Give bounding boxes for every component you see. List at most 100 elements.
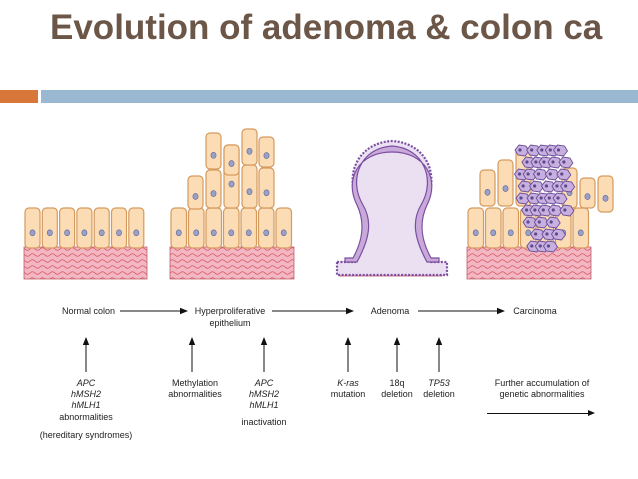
cell-nucleus xyxy=(263,229,270,237)
carcinoma-cell xyxy=(542,240,558,253)
cell-nucleus xyxy=(46,229,53,237)
carcinoma-nucleus xyxy=(544,184,549,188)
epithelial-cell xyxy=(187,207,205,249)
adenoma-illustration xyxy=(335,139,449,277)
carcinoma-nucleus xyxy=(533,208,537,212)
event-4-line-1: K-ras xyxy=(337,378,359,388)
carcinoma-cell xyxy=(545,216,561,229)
carcinoma-nucleus xyxy=(548,148,552,152)
event-3-line-2: hMSH2 xyxy=(249,389,279,399)
stage-label-epithelium: epithelium xyxy=(209,318,250,328)
cell-nucleus xyxy=(228,160,235,167)
carcinoma-nucleus xyxy=(545,232,549,236)
carcinoma-nucleus xyxy=(542,160,546,164)
event-3-line-4: inactivation xyxy=(241,417,286,427)
normal-colon-illustration xyxy=(23,207,148,280)
carcinoma-nucleus xyxy=(530,244,534,248)
cell-nucleus xyxy=(484,189,491,196)
carcinoma-nucleus xyxy=(555,184,559,188)
cell-nucleus xyxy=(175,229,182,237)
cell-nucleus xyxy=(246,148,253,155)
carcinoma-nucleus xyxy=(533,184,537,188)
epithelial-cell xyxy=(205,207,223,249)
epithelial-cell xyxy=(222,207,240,249)
carcinoma-illustration xyxy=(466,144,614,280)
cell-nucleus xyxy=(584,193,591,200)
cell-nucleus xyxy=(228,229,235,237)
cell-nucleus xyxy=(577,229,584,237)
event-7-line-1: Further accumulation of xyxy=(495,378,590,388)
carcinoma-cell xyxy=(556,168,572,181)
event-5-line-1: 18q xyxy=(389,378,404,388)
carcinoma-nucleus xyxy=(549,220,553,224)
stroma-layer xyxy=(466,246,592,280)
cell-nucleus xyxy=(263,189,270,197)
carcinoma-nucleus xyxy=(518,148,522,152)
cell-nucleus xyxy=(210,190,217,197)
carcinoma-nucleus xyxy=(541,208,545,212)
event-6-line-1: TP53 xyxy=(428,378,450,388)
carcinoma-nucleus xyxy=(530,196,534,200)
carcinoma-nucleus xyxy=(539,196,543,200)
pathway-diagram: Normal colon Hyperproliferative epitheli… xyxy=(23,128,614,440)
epithelial-cell xyxy=(110,207,128,249)
epithelial-cell xyxy=(275,207,293,249)
event-6-line-2: deletion xyxy=(423,389,455,399)
carcinoma-nucleus xyxy=(564,184,568,188)
epithelial-cell xyxy=(579,177,596,209)
carcinoma-nucleus xyxy=(536,172,541,176)
carcinoma-nucleus xyxy=(534,160,538,164)
epithelial-cell xyxy=(467,207,485,249)
epithelial-cell xyxy=(58,207,76,249)
epithelial-cell xyxy=(258,136,275,168)
carcinoma-nucleus xyxy=(525,160,529,164)
epithelial-cell xyxy=(41,207,58,249)
epithelial-cell xyxy=(572,207,590,249)
cell-nucleus xyxy=(210,152,217,159)
carcinoma-cell xyxy=(559,204,575,217)
carcinoma-nucleus xyxy=(546,244,551,248)
carcinoma-cell xyxy=(560,180,576,193)
epithelial-cell xyxy=(223,144,240,176)
epithelial-cell xyxy=(241,128,258,166)
adenoma-fold xyxy=(344,145,440,263)
adenoma-fold-outer xyxy=(335,139,449,277)
cell-nucleus xyxy=(507,229,514,237)
carcinoma-nucleus xyxy=(551,208,555,212)
cell-nucleus xyxy=(472,229,479,237)
carcinoma-nucleus xyxy=(562,160,566,164)
epithelial-cell xyxy=(597,175,614,213)
carcinoma-nucleus xyxy=(547,196,551,200)
carcinoma-nucleus xyxy=(554,232,559,236)
epithelial-cell xyxy=(479,169,496,207)
hyperproliferative-illustration xyxy=(169,128,295,280)
epithelial-cell xyxy=(170,207,188,249)
carcinoma-nucleus xyxy=(540,148,544,152)
cell-nucleus xyxy=(133,229,140,237)
carcinoma-cell xyxy=(550,228,566,241)
epithelial-cell xyxy=(187,175,204,210)
carcinoma-nucleus xyxy=(551,160,555,164)
carcinoma-cell xyxy=(558,156,574,169)
carcinoma-nucleus xyxy=(526,220,530,224)
stroma-layer xyxy=(23,246,148,280)
epithelial-cell xyxy=(257,207,275,249)
cell-nucleus xyxy=(245,229,252,237)
cell-nucleus xyxy=(116,229,122,237)
stage-label-carcinoma: Carcinoma xyxy=(513,306,557,316)
epithelial-cell xyxy=(205,169,222,209)
carcinoma-cell xyxy=(552,144,569,157)
epithelial-cell xyxy=(484,207,502,249)
accent-bar-blue xyxy=(41,90,638,103)
event-1-line-3: hMLH1 xyxy=(71,400,100,410)
carcinoma-nucleus xyxy=(563,208,567,212)
carcinoma-cell xyxy=(552,192,568,205)
cell-nucleus xyxy=(246,188,253,195)
carcinoma-nucleus xyxy=(537,220,541,224)
carcinoma-nucleus xyxy=(521,184,525,188)
carcinoma-nucleus xyxy=(556,148,561,152)
stage-label-adenoma: Adenoma xyxy=(371,306,410,316)
cell-nucleus xyxy=(602,195,609,202)
cell-nucleus xyxy=(193,229,200,237)
carcinoma-nucleus xyxy=(526,172,530,176)
